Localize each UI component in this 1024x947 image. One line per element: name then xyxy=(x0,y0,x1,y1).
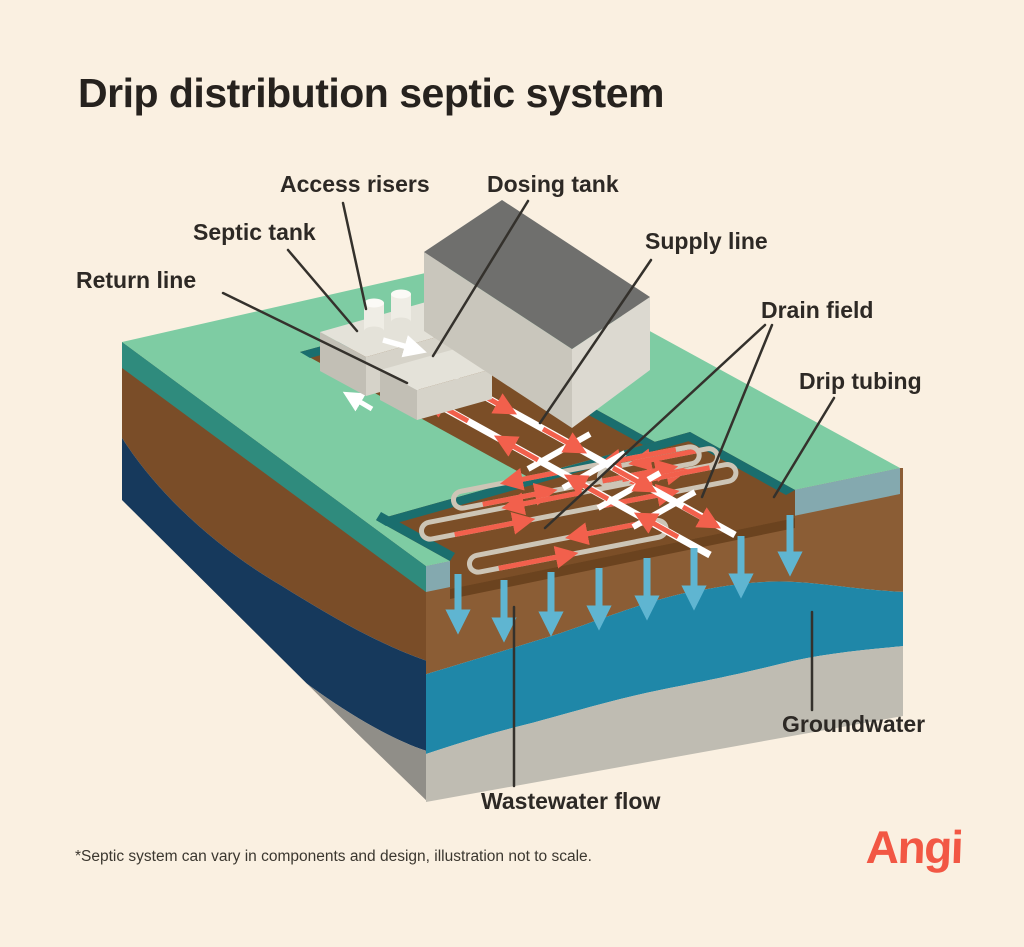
label-return-line: Return line xyxy=(76,267,197,293)
label-access-risers: Access risers xyxy=(280,171,430,197)
grass-bevel-left xyxy=(122,342,426,592)
leader-supply-line xyxy=(538,258,653,425)
house-roof xyxy=(424,200,650,349)
page-title: Drip distribution septic system xyxy=(78,70,664,116)
label-septic-tank: Septic tank xyxy=(193,219,316,245)
leader-access-risers xyxy=(341,201,368,311)
groundwater-layer-front xyxy=(426,581,903,756)
disclaimer-footnote: *Septic system can vary in components an… xyxy=(75,848,592,865)
percolation-arrows xyxy=(445,515,803,643)
label-drip-tubing: Drip tubing xyxy=(799,368,922,394)
dosing-tank xyxy=(380,349,492,420)
leader-dosing-tank xyxy=(431,199,530,358)
groundwater-layer-left xyxy=(122,428,426,752)
leader-septic-tank xyxy=(286,248,359,333)
access-risers xyxy=(364,289,411,336)
bedrock-layer-left xyxy=(122,492,426,802)
tank-inflow-arrow xyxy=(342,391,374,412)
leader-drip-tubing xyxy=(772,396,836,499)
leader-lines xyxy=(221,199,836,788)
leader-drain-field-1 xyxy=(543,323,767,530)
bedrock-layer-front xyxy=(426,646,903,802)
label-wastewater-flow: Wastewater flow xyxy=(481,788,661,814)
return-flow-arrows xyxy=(423,396,680,540)
label-dosing-tank: Dosing tank xyxy=(487,171,619,197)
angi-logo: Angi xyxy=(865,821,964,873)
label-supply-line: Supply line xyxy=(645,228,768,254)
label-drain-field: Drain field xyxy=(761,297,874,323)
septic-outflow-arrow xyxy=(382,335,427,358)
house-gable-wall xyxy=(572,297,650,428)
house-side-wall xyxy=(424,252,572,428)
leader-return-line xyxy=(221,291,409,385)
label-groundwater: Groundwater xyxy=(782,711,926,737)
leader-drain-field-2 xyxy=(700,323,774,499)
house xyxy=(424,200,650,428)
